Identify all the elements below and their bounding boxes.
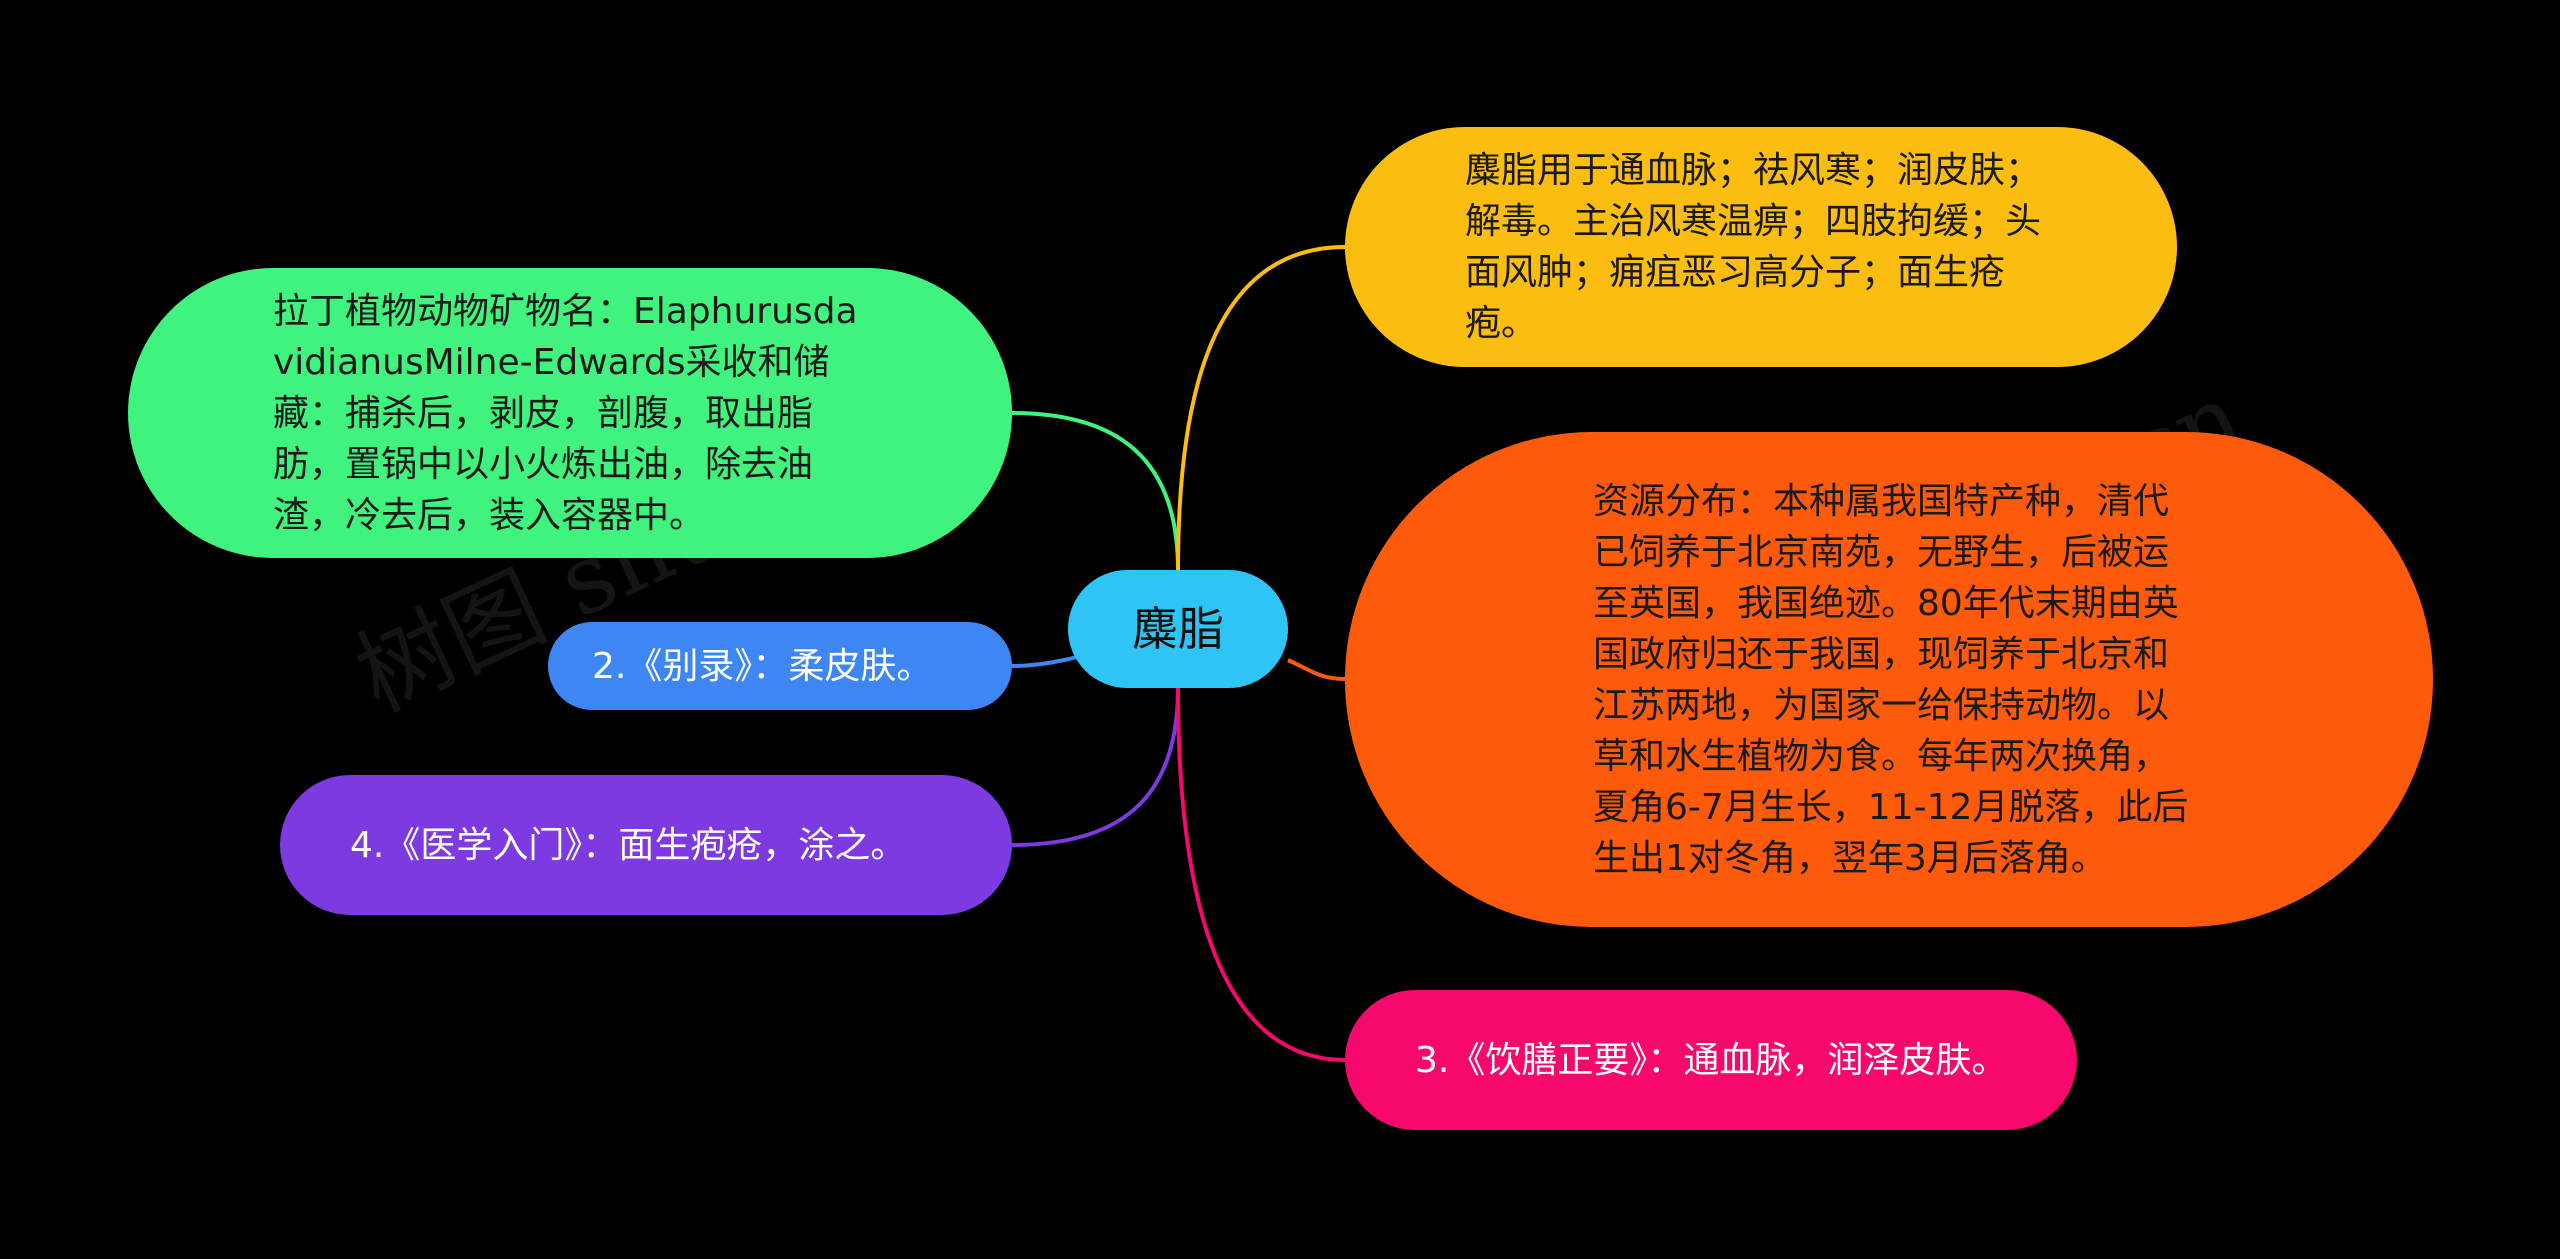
center-node[interactable]: 麋脂 (1068, 570, 1288, 688)
node-usage-text: 麋脂用于通血脉；祛风寒；润皮肤；解毒。主治风寒温痹；四肢拘缓；头面风肿；痈疽恶习… (1465, 150, 2042, 344)
link-left3 (1011, 687, 1180, 847)
node-bielu-text: 2.《别录》：柔皮肤。 (592, 645, 933, 687)
node-yinshan-zhengyao[interactable]: 3.《饮膳正要》：通血脉，润泽皮肤。 (1345, 990, 2077, 1130)
node-yixue-rumen-text: 4.《医学入门》：面生疱疮，涂之。 (350, 824, 907, 866)
center-node-label: 麋脂 (1132, 602, 1224, 656)
node-distribution-text: 资源分布：本种属我国特产种，清代已饲养于北京南苑，无野生，后被运至英国，我国绝迹… (1593, 480, 2189, 879)
node-yixue-rumen[interactable]: 4.《医学入门》：面生疱疮，涂之。 (280, 775, 1012, 915)
link-right2 (1287, 658, 1346, 681)
node-latin-name-harvest[interactable]: 拉丁植物动物矿物名：ElaphurusdavidianusMilne-Edwar… (128, 268, 1012, 558)
link-right1 (1176, 245, 1346, 571)
node-distribution[interactable]: 资源分布：本种属我国特产种，清代已饲养于北京南苑，无野生，后被运至英国，我国绝迹… (1345, 432, 2433, 927)
node-usage[interactable]: 麋脂用于通血脉；祛风寒；润皮肤；解毒。主治风寒温痹；四肢拘缓；头面风肿；痈疽恶习… (1345, 127, 2177, 367)
link-left1 (1011, 411, 1180, 571)
node-latin-name-harvest-text: 拉丁植物动物矿物名：ElaphurusdavidianusMilne-Edwar… (273, 290, 858, 536)
node-yinshan-zhengyao-text: 3.《饮膳正要》：通血脉，润泽皮肤。 (1415, 1039, 2008, 1081)
link-right3 (1176, 687, 1346, 1062)
node-bielu[interactable]: 2.《别录》：柔皮肤。 (548, 622, 1012, 710)
